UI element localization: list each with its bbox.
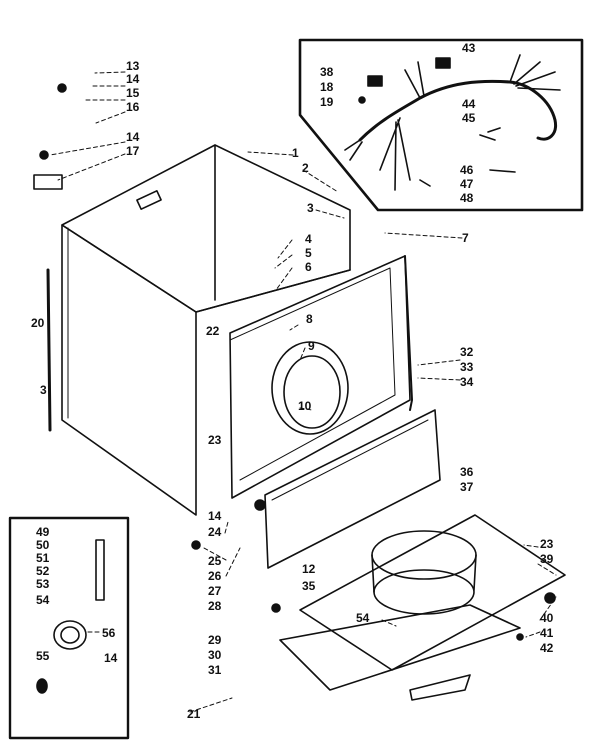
part-label-1: 1 [292, 146, 299, 160]
part-label-2: 2 [302, 161, 309, 175]
part-label-32: 32 [460, 345, 474, 359]
part-label-45: 45 [462, 111, 476, 125]
part-label-28: 28 [208, 599, 222, 613]
cabinet-outline [46, 144, 351, 516]
front-panel [229, 255, 413, 499]
part-label-13: 13 [126, 59, 140, 73]
part-label-23-right: 23 [540, 537, 554, 551]
part-label-10: 10 [298, 399, 312, 413]
part-label-23-left: 23 [208, 433, 222, 447]
part-label-9: 9 [308, 339, 315, 353]
part-label-30: 30 [208, 648, 222, 662]
part-label-16: 16 [126, 100, 140, 114]
part-label-29: 29 [208, 633, 222, 647]
part-label-8: 8 [306, 312, 313, 326]
part-label-41: 41 [540, 626, 554, 640]
toe-panel [264, 409, 441, 569]
part-label-42: 42 [540, 641, 554, 655]
wiring-harness-inset [298, 38, 584, 212]
part-label-31: 31 [208, 663, 222, 677]
part-label-15: 15 [126, 86, 140, 100]
part-label-14-top: 14 [126, 72, 140, 86]
part-label-37: 37 [460, 480, 474, 494]
part-label-38: 38 [320, 65, 334, 79]
part-label-55: 55 [36, 649, 50, 663]
part-label-54-inset: 54 [36, 593, 50, 607]
part-label-27: 27 [208, 584, 222, 598]
base-assembly [279, 514, 566, 701]
part-label-6: 6 [305, 260, 312, 274]
hardware [33, 83, 556, 641]
part-label-53: 53 [36, 577, 50, 591]
part-label-44: 44 [462, 97, 476, 111]
part-label-43: 43 [462, 41, 476, 55]
part-label-5: 5 [305, 246, 312, 260]
part-label-49: 49 [36, 525, 50, 539]
part-label-12: 12 [302, 562, 316, 576]
part-label-46: 46 [460, 163, 474, 177]
part-label-39: 39 [540, 552, 554, 566]
part-label-52: 52 [36, 564, 50, 578]
part-label-33: 33 [460, 360, 474, 374]
part-label-25: 25 [208, 554, 222, 568]
part-label-17: 17 [126, 144, 140, 158]
part-label-36: 36 [460, 465, 474, 479]
part-label-56: 56 [102, 626, 116, 640]
parts-inset [8, 516, 130, 740]
leader-lines [49, 71, 557, 713]
part-label-51: 51 [36, 551, 50, 565]
part-label-7: 7 [462, 231, 469, 245]
part-label-26: 26 [208, 569, 222, 583]
part-label-14-lower: 14 [208, 509, 222, 523]
part-label-19: 19 [320, 95, 334, 109]
part-label-50: 50 [36, 538, 50, 552]
part-label-24: 24 [208, 525, 222, 539]
part-label-47: 47 [460, 177, 474, 191]
part-label-21: 21 [187, 707, 201, 721]
part-label-20: 20 [31, 316, 45, 330]
part-label-3-top: 3 [307, 201, 314, 215]
part-label-34: 34 [460, 375, 474, 389]
part-label-4: 4 [305, 232, 312, 246]
part-label-14-inset: 14 [104, 651, 118, 665]
part-label-54-base: 54 [356, 611, 370, 625]
part-label-14-mid: 14 [126, 130, 140, 144]
part-label-48: 48 [460, 191, 474, 205]
part-label-22: 22 [206, 324, 220, 338]
part-label-18: 18 [320, 80, 334, 94]
part-label-35: 35 [302, 579, 316, 593]
part-label-40: 40 [540, 611, 554, 625]
part-label-3-left: 3 [40, 383, 47, 397]
